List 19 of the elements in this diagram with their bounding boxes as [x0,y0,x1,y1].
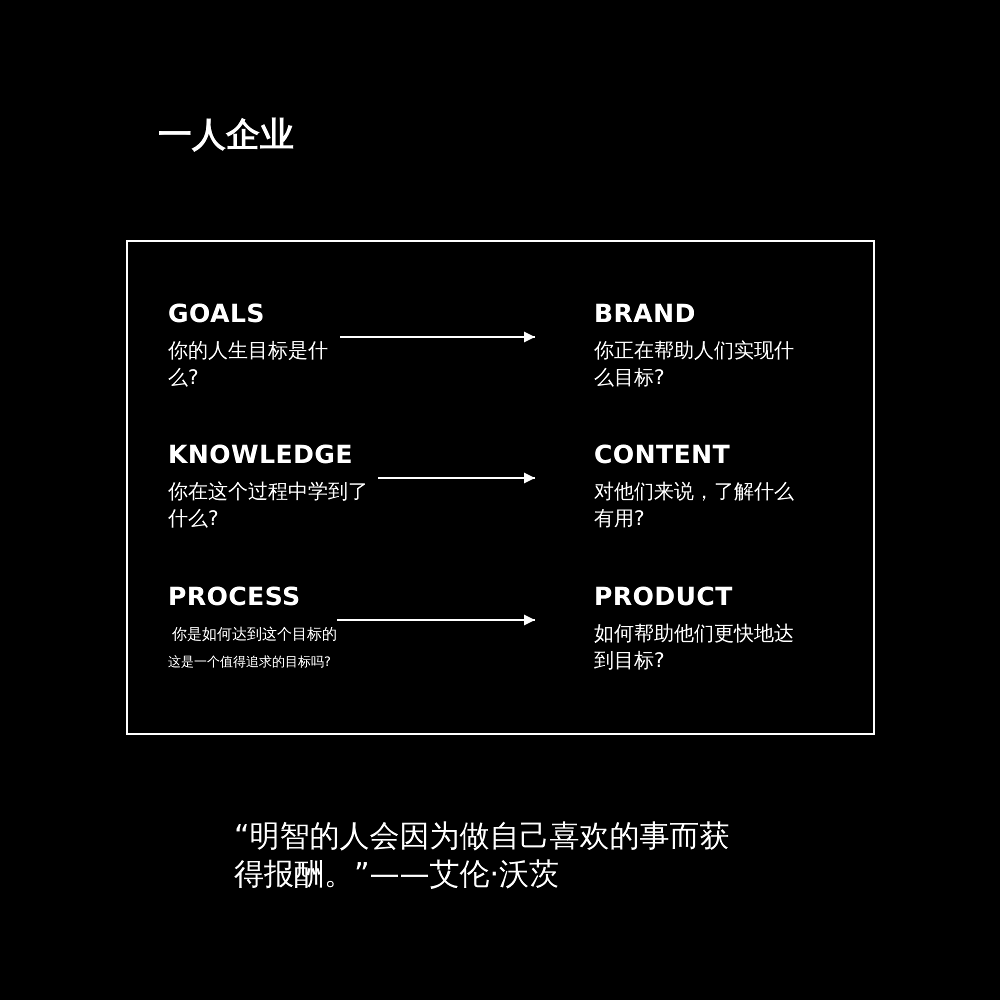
quote-text: “明智的人会因为做自己喜欢的事而获得报酬。”——艾伦·沃茨 [234,818,731,894]
arrow [340,332,535,342]
title: 一人企业 [158,114,294,157]
question-text: 你是如何达到这个目标的 [171,624,337,645]
arrow [378,472,535,484]
question-text: 如何帮助他们更快地达到目标? [594,620,795,674]
arrow [337,614,535,626]
heading: PRODUCT [594,582,733,612]
question-text: 这是一个值得追求的目标吗? [168,654,331,672]
heading: GOALS [168,299,265,329]
heading: KNOWLEDGE [168,440,353,470]
heading: BRAND [594,299,696,329]
question-text: 对他们来说，了解什么有用? [594,478,795,532]
frame-box [126,240,875,735]
question-text: 你在这个过程中学到了什么? [168,478,369,532]
question-text: 你正在帮助人们实现什么目标? [594,337,795,391]
question-text: 你的人生目标是什么? [168,337,329,391]
heading: PROCESS [168,582,301,612]
heading: CONTENT [594,440,730,470]
